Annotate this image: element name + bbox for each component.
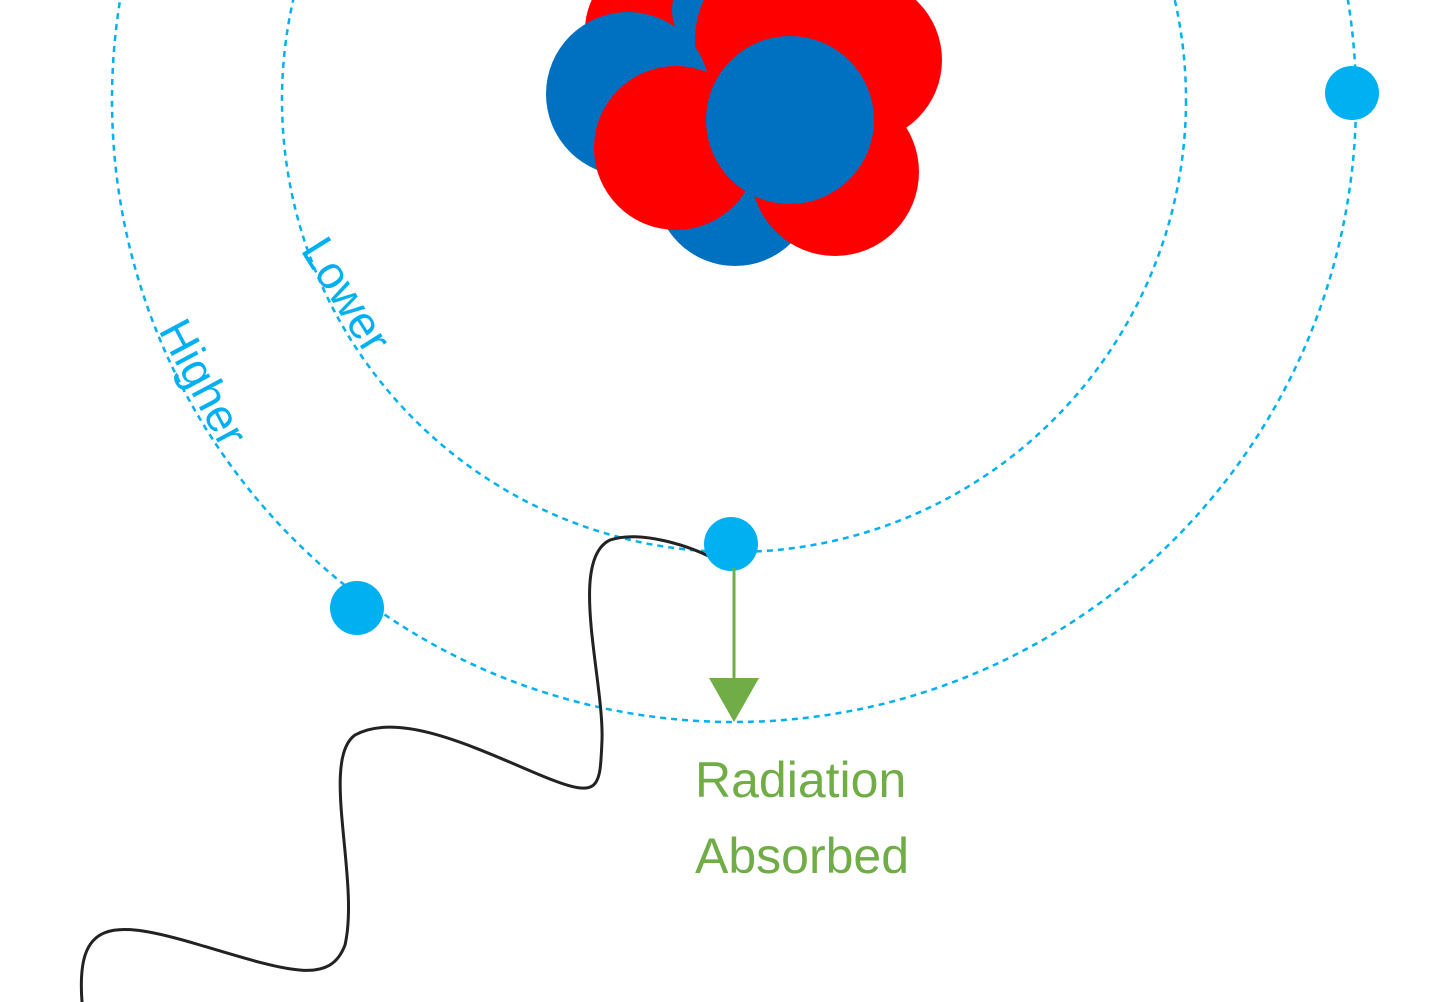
- electron-icon: [1325, 66, 1379, 120]
- electron-icon: [704, 517, 758, 571]
- caption-radiation: Radiation: [695, 752, 906, 808]
- lower-orbit-label: Lower: [292, 228, 402, 362]
- nucleus-icon: [546, 0, 942, 266]
- arrow-down-icon: [709, 568, 759, 722]
- electron-icon: [330, 581, 384, 635]
- caption-absorbed: Absorbed: [695, 828, 909, 884]
- photon-wave-icon: [79, 535, 722, 1002]
- higher-orbit-label: Higher: [149, 310, 259, 454]
- neutron: [706, 36, 874, 204]
